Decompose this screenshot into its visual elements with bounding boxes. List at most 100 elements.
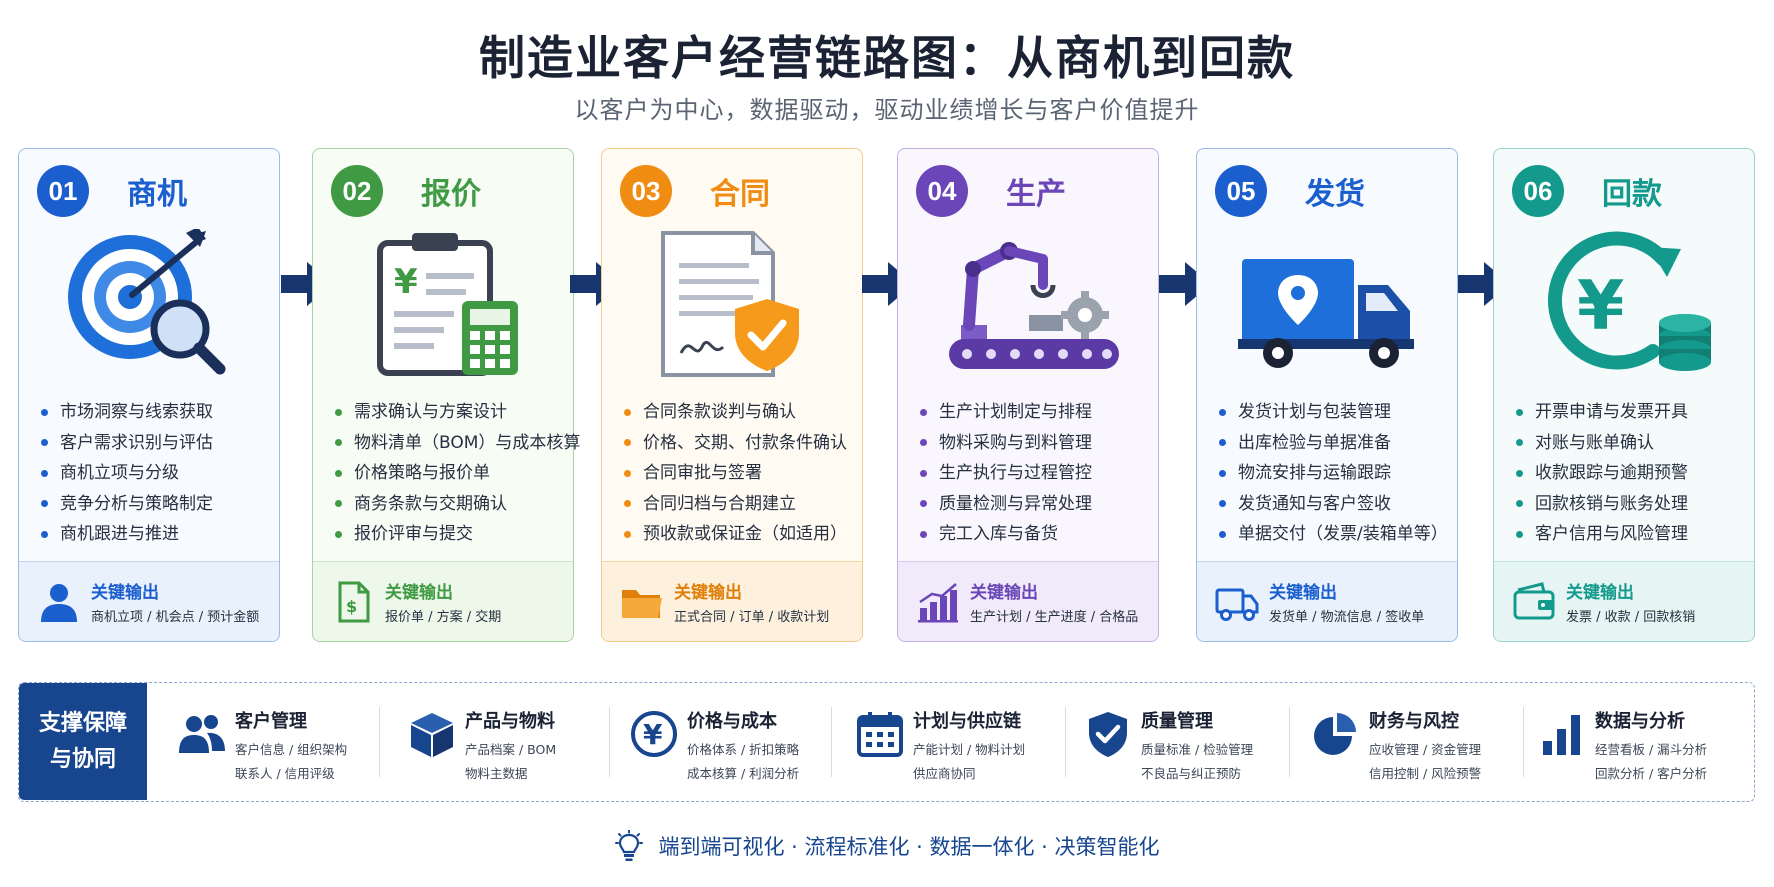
list-item: 出库检验与单据准备 xyxy=(1219,428,1448,459)
list-item: 合同条款谈判与确认 xyxy=(624,397,847,428)
bar-growth-icon xyxy=(918,583,958,623)
clipboard-calculator-icon: ¥ xyxy=(313,229,575,539)
support-item-title: 数据与分析 xyxy=(1595,711,1685,732)
key-output-panel: 关键输出 生产计划 / 生产进度 / 合格品 xyxy=(898,561,1158,641)
footer-slogan: 端到端可视化 · 流程标准化 · 数据一体化 · 决策智能化 xyxy=(0,830,1774,862)
support-item-price: ¥ 价格与成本 价格体系 / 折扣策略 成本核算 / 利润分析 xyxy=(601,683,829,800)
users-icon xyxy=(179,715,225,753)
key-output-title: 关键输出 xyxy=(674,583,742,603)
list-item: 发货计划与包装管理 xyxy=(1219,397,1448,428)
stage-activity-list: 生产计划制定与排程 物料采购与到料管理 生产执行与过程管控 质量检测与异常处理 … xyxy=(920,397,1092,550)
stage-number: 04 xyxy=(916,165,968,217)
list-item: 合同归档与合期建立 xyxy=(624,489,847,520)
list-item: 竞争分析与策略制定 xyxy=(41,489,213,520)
list-item: 生产执行与过程管控 xyxy=(920,458,1092,489)
support-item-finance: 财务与风控 应收管理 / 资金管理 信用控制 / 风险预警 xyxy=(1283,683,1511,800)
list-item: 报价评审与提交 xyxy=(335,519,580,550)
stage-card-production: 04 生产 生产计划制定与排程 物料采购与到料管理 生产执行与过程管控 质量检测… xyxy=(897,148,1159,642)
support-item-supply-chain: 计划与供应链 产能计划 / 物料计划 供应商协同 xyxy=(827,683,1055,800)
stage-card-collection: 06 回款 ¥ 开票申请与发票开具 对账与账单确认 收款跟踪与逾期预警 回款核销… xyxy=(1493,148,1755,642)
divider xyxy=(1065,707,1066,777)
pie-chart-icon xyxy=(1314,713,1356,755)
stage-activity-list: 开票申请与发票开具 对账与账单确认 收款跟踪与逾期预警 回款核销与账务处理 客户… xyxy=(1516,397,1688,550)
shield-check-icon xyxy=(1089,712,1127,757)
stage-card-opportunity: 01 商机 市场洞察与线索获取 客户需求识别与评估 商机立项与分级 竞争分析与策… xyxy=(18,148,280,642)
stage-title: 发货 xyxy=(1305,177,1365,212)
stage-card-shipping: 05 发货 发货计划与包装管理 出库检验与单据准备 物流安排与运输跟踪 发货通知… xyxy=(1196,148,1458,642)
key-output-text: 商机立项 / 机会点 / 预计金额 xyxy=(91,610,260,625)
list-item: 市场洞察与线索获取 xyxy=(41,397,213,428)
cube-icon xyxy=(411,713,453,757)
list-item: 物料清单（BOM）与成本核算 xyxy=(335,428,580,459)
list-item: 客户信用与风险管理 xyxy=(1516,519,1688,550)
stage-number: 02 xyxy=(331,165,383,217)
stage-activity-list: 合同条款谈判与确认 价格、交期、付款条件确认 合同审批与签署 合同归档与合期建立… xyxy=(624,397,847,550)
page-subtitle: 以客户为中心，数据驱动，驱动业绩增长与客户价值提升 xyxy=(574,96,1200,124)
support-item-desc: 产能计划 / 物料计划 xyxy=(913,742,1026,757)
support-item-title: 财务与风控 xyxy=(1369,711,1459,732)
key-output-panel: 关键输出 发货单 / 物流信息 / 签收单 xyxy=(1197,561,1457,641)
support-panel: 支撑保障与协同 客户管理 客户信息 / 组织架构 联系人 / 信用评级 产品与物… xyxy=(18,682,1755,802)
calendar-icon xyxy=(857,712,903,757)
list-item: 收款跟踪与逾期预警 xyxy=(1516,458,1688,489)
support-item-desc: 成本核算 / 利润分析 xyxy=(687,766,800,781)
key-output-title: 关键输出 xyxy=(385,583,453,603)
support-item-title: 客户管理 xyxy=(235,711,307,732)
lightbulb-icon xyxy=(615,830,644,861)
stage-activity-list: 需求确认与方案设计 物料清单（BOM）与成本核算 价格策略与报价单 商务条款与交… xyxy=(335,397,580,550)
stage-number: 06 xyxy=(1512,165,1564,217)
divider xyxy=(1289,707,1290,777)
stage-number: 05 xyxy=(1215,165,1267,217)
support-item-quality: 质量管理 质量标准 / 检验管理 不良品与纠正预防 xyxy=(1055,683,1283,800)
support-item-desc: 价格体系 / 折扣策略 xyxy=(687,742,800,757)
divider xyxy=(379,707,380,777)
key-output-text: 正式合同 / 订单 / 收款计划 xyxy=(674,610,830,625)
list-item: 客户需求识别与评估 xyxy=(41,428,213,459)
key-output-title: 关键输出 xyxy=(91,583,159,603)
key-output-text: 发货单 / 物流信息 / 签收单 xyxy=(1269,610,1425,625)
list-item: 价格策略与报价单 xyxy=(335,458,580,489)
truck-icon xyxy=(1197,229,1459,539)
support-item-customer: 客户管理 客户信息 / 组织架构 联系人 / 信用评级 xyxy=(149,683,377,800)
list-item: 完工入库与备货 xyxy=(920,519,1092,550)
key-output-text: 报价单 / 方案 / 交期 xyxy=(385,610,502,625)
key-output-text: 生产计划 / 生产进度 / 合格品 xyxy=(970,610,1139,625)
support-item-desc: 客户信息 / 组织架构 xyxy=(235,742,348,757)
contract-shield-icon xyxy=(602,229,864,539)
document-icon: $ xyxy=(338,581,370,623)
divider xyxy=(831,707,832,777)
key-output-text: 发票 / 收款 / 回款核销 xyxy=(1566,610,1696,625)
stage-card-contract: 03 合同 合同条款谈判与确认 价格、交期、付款条件确认 合同审批与签署 合同归… xyxy=(601,148,863,642)
list-item: 质量检测与异常处理 xyxy=(920,489,1092,520)
stage-title: 回款 xyxy=(1602,177,1662,212)
list-item: 商务条款与交期确认 xyxy=(335,489,580,520)
support-item-data: 数据与分析 经营看板 / 漏斗分析 回款分析 / 客户分析 xyxy=(1509,683,1749,800)
page-title: 制造业客户经营链路图：从商机到回款 xyxy=(479,31,1295,85)
svg-text:¥: ¥ xyxy=(394,262,418,302)
divider xyxy=(1523,707,1524,777)
stage-activity-list: 发货计划与包装管理 出库检验与单据准备 物流安排与运输跟踪 发货通知与客户签收 … xyxy=(1219,397,1448,550)
stage-title: 报价 xyxy=(421,177,481,212)
stage-title: 合同 xyxy=(710,177,770,212)
list-item: 单据交付（发票/装箱单等） xyxy=(1219,519,1448,550)
list-item: 对账与账单确认 xyxy=(1516,428,1688,459)
support-item-desc: 产品档案 / BOM xyxy=(465,742,557,757)
list-item: 预收款或保证金（如适用） xyxy=(624,519,847,550)
folder-icon xyxy=(622,590,662,618)
support-item-desc: 联系人 / 信用评级 xyxy=(235,766,335,781)
svg-text:¥: ¥ xyxy=(643,718,663,751)
support-item-product: 产品与物料 产品档案 / BOM 物料主数据 xyxy=(379,683,607,800)
list-item: 开票申请与发票开具 xyxy=(1516,397,1688,428)
support-item-title: 质量管理 xyxy=(1141,711,1213,732)
target-icon xyxy=(19,229,281,539)
wallet-icon xyxy=(1513,582,1555,620)
truck-small-icon xyxy=(1215,588,1259,621)
key-output-title: 关键输出 xyxy=(970,583,1038,603)
bar-chart-icon xyxy=(1543,715,1580,755)
support-item-desc: 物料主数据 xyxy=(465,766,528,781)
stage-title: 生产 xyxy=(1006,177,1066,212)
list-item: 生产计划制定与排程 xyxy=(920,397,1092,428)
support-item-desc: 不良品与纠正预防 xyxy=(1141,766,1242,781)
svg-text:$: $ xyxy=(346,597,357,616)
list-item: 发货通知与客户签收 xyxy=(1219,489,1448,520)
